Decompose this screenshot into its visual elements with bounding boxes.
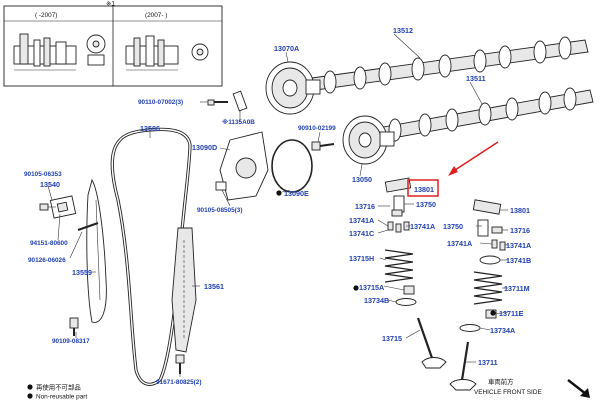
label-13750-left: 13750 (416, 200, 436, 209)
seat-13734B (395, 298, 417, 306)
bolt-91671-80825 (175, 354, 185, 374)
label-13715A: 13715A (359, 283, 384, 292)
label-13561: 13561 (204, 282, 224, 291)
label-90910-02199: 90910-02199 (298, 125, 336, 132)
valve-13711 (449, 341, 477, 391)
label-13741C: 13741C (349, 229, 374, 238)
label-13801-right: 13801 (510, 206, 530, 215)
label-13711E: 13711E (499, 309, 524, 318)
legend-reuse-cn: 再使用不可部品 (36, 383, 81, 392)
label-13050: 13050 (352, 175, 372, 184)
label-13734A: 13734A (490, 326, 515, 335)
label-90126-06026: 90126-06026 (28, 257, 66, 264)
vvt-gear-13070A (265, 61, 321, 115)
label-90105-08505: 90105-08505(3) (197, 207, 242, 214)
pin-1135A0B (232, 90, 248, 112)
legend-vehicle-front: 車両前方 VEHICLE FRONT SIDE (474, 377, 590, 398)
label-13716-left: 13716 (355, 202, 375, 211)
timing-cover-13090D (215, 131, 269, 201)
chain-damper-13561 (171, 227, 197, 353)
camshaft-13511 (377, 87, 594, 142)
lash-adjuster-13750-right (477, 219, 489, 237)
part-labels: 13512 13511 13070A 13506 90110-07002(3) … (24, 26, 531, 386)
label-13711: 13711 (478, 358, 498, 367)
seal-ring-13090E (271, 139, 313, 193)
timing-chain-13506 (110, 127, 192, 386)
inset-right-drawing (125, 35, 209, 71)
label-91671-80825: 91671-80825(2) (156, 379, 201, 386)
variant-inset: ※1 ( -2007) (2007- ) (3, 1, 223, 87)
label-13741A-2: 13741A (410, 222, 435, 231)
label-13070A: 13070A (274, 44, 299, 53)
label-13559: 13559 (72, 268, 92, 277)
label-13715: 13715 (382, 334, 402, 343)
bolt-90109-08317 (69, 317, 79, 336)
cap-13716-right (491, 226, 503, 234)
keepers-13741-left (387, 221, 410, 233)
label-13741A-1: 13741A (349, 216, 374, 225)
label-13741A-4: 13741A (506, 241, 531, 250)
label-13734B: 13734B (364, 296, 389, 305)
inset-right-label: (2007- ) (145, 12, 167, 19)
label-90109-08317: 90109-08317 (52, 338, 90, 345)
bolt-90110-07002 (207, 99, 228, 106)
label-13090E: 13090E (284, 189, 309, 198)
label-13716-right: 13716 (510, 226, 530, 235)
seat-13734A (459, 324, 481, 332)
label-13540: 13540 (40, 180, 60, 189)
tensioner-13540 (49, 195, 77, 219)
label-13090D: 13090D (192, 143, 217, 152)
label-13741B: 13741B (506, 256, 531, 265)
bolt-90910-02199 (311, 141, 335, 151)
chain-guide-13559 (86, 178, 107, 323)
label-13512: 13512 (393, 26, 413, 35)
rocker-arm-13801-right (472, 199, 502, 215)
non-reusable-markers (276, 190, 496, 316)
front-arrow-icon (567, 379, 590, 398)
highlight-box-13801 (407, 179, 439, 197)
label-13715H: 13715H (349, 254, 374, 263)
label-13750-right: 13750 (443, 222, 463, 231)
cap-13716-left (391, 209, 403, 217)
highlight-callout (407, 141, 499, 197)
label-90105-06353: 90105-06353 (24, 171, 62, 178)
camshaft-13512 (311, 36, 589, 94)
label-13741A-3: 13741A (447, 239, 472, 248)
inset-left-drawing (13, 33, 106, 71)
cam-gear-13050 (342, 115, 395, 165)
keepers-13741-right (491, 239, 506, 251)
label-13506: 13506 (140, 124, 160, 133)
retainer-13741B (479, 255, 501, 265)
inset-note-mark: ※1 (106, 1, 115, 8)
rocker-arm-13801-left (384, 177, 412, 193)
bolt-90126-06026 (77, 222, 99, 231)
bolt-90105-06353 (39, 203, 56, 211)
valve-spring-13715H-left (384, 249, 414, 283)
leader-lines (47, 33, 509, 377)
legend-front-cn: 車両前方 (488, 377, 514, 386)
label-13511: 13511 (466, 74, 486, 83)
valve-spring-13711M (473, 271, 503, 305)
label-13711M: 13711M (504, 284, 530, 293)
valve-13715 (416, 317, 447, 369)
legend-front-en: VEHICLE FRONT SIDE (474, 389, 542, 396)
legend-non-reusable: 再使用不可部品 Non-reusable part (27, 383, 87, 401)
seal-13715A (403, 285, 415, 295)
label-1135A0B: ※1135A0B (222, 117, 255, 126)
legend-reuse-en: Non-reusable part (36, 394, 87, 401)
inset-left-label: ( -2007) (35, 12, 57, 19)
label-13801-left: 13801 (414, 185, 434, 194)
label-94151-80600: 94151-80600 (30, 240, 68, 247)
label-90110-07002: 90110-07002(3) (138, 99, 183, 106)
